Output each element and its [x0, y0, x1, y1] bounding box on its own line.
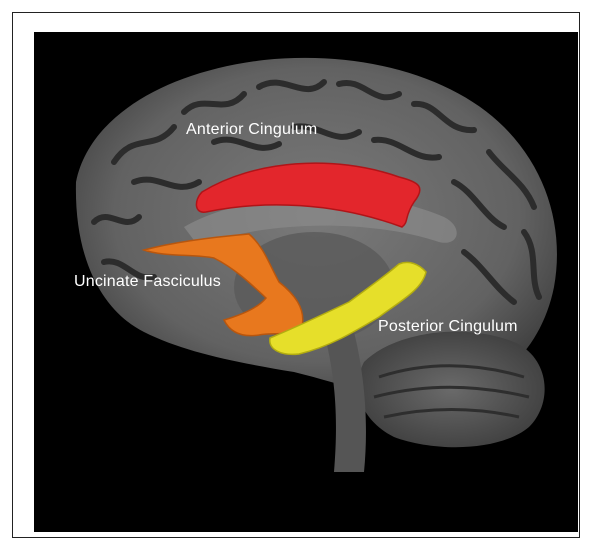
label-anterior-cingulum: Anterior Cingulum [186, 121, 317, 139]
cerebellum [358, 332, 545, 448]
label-uncinate-fasciculus: Uncinate Fasciculus [74, 273, 221, 291]
label-posterior-cingulum: Posterior Cingulum [378, 318, 518, 336]
